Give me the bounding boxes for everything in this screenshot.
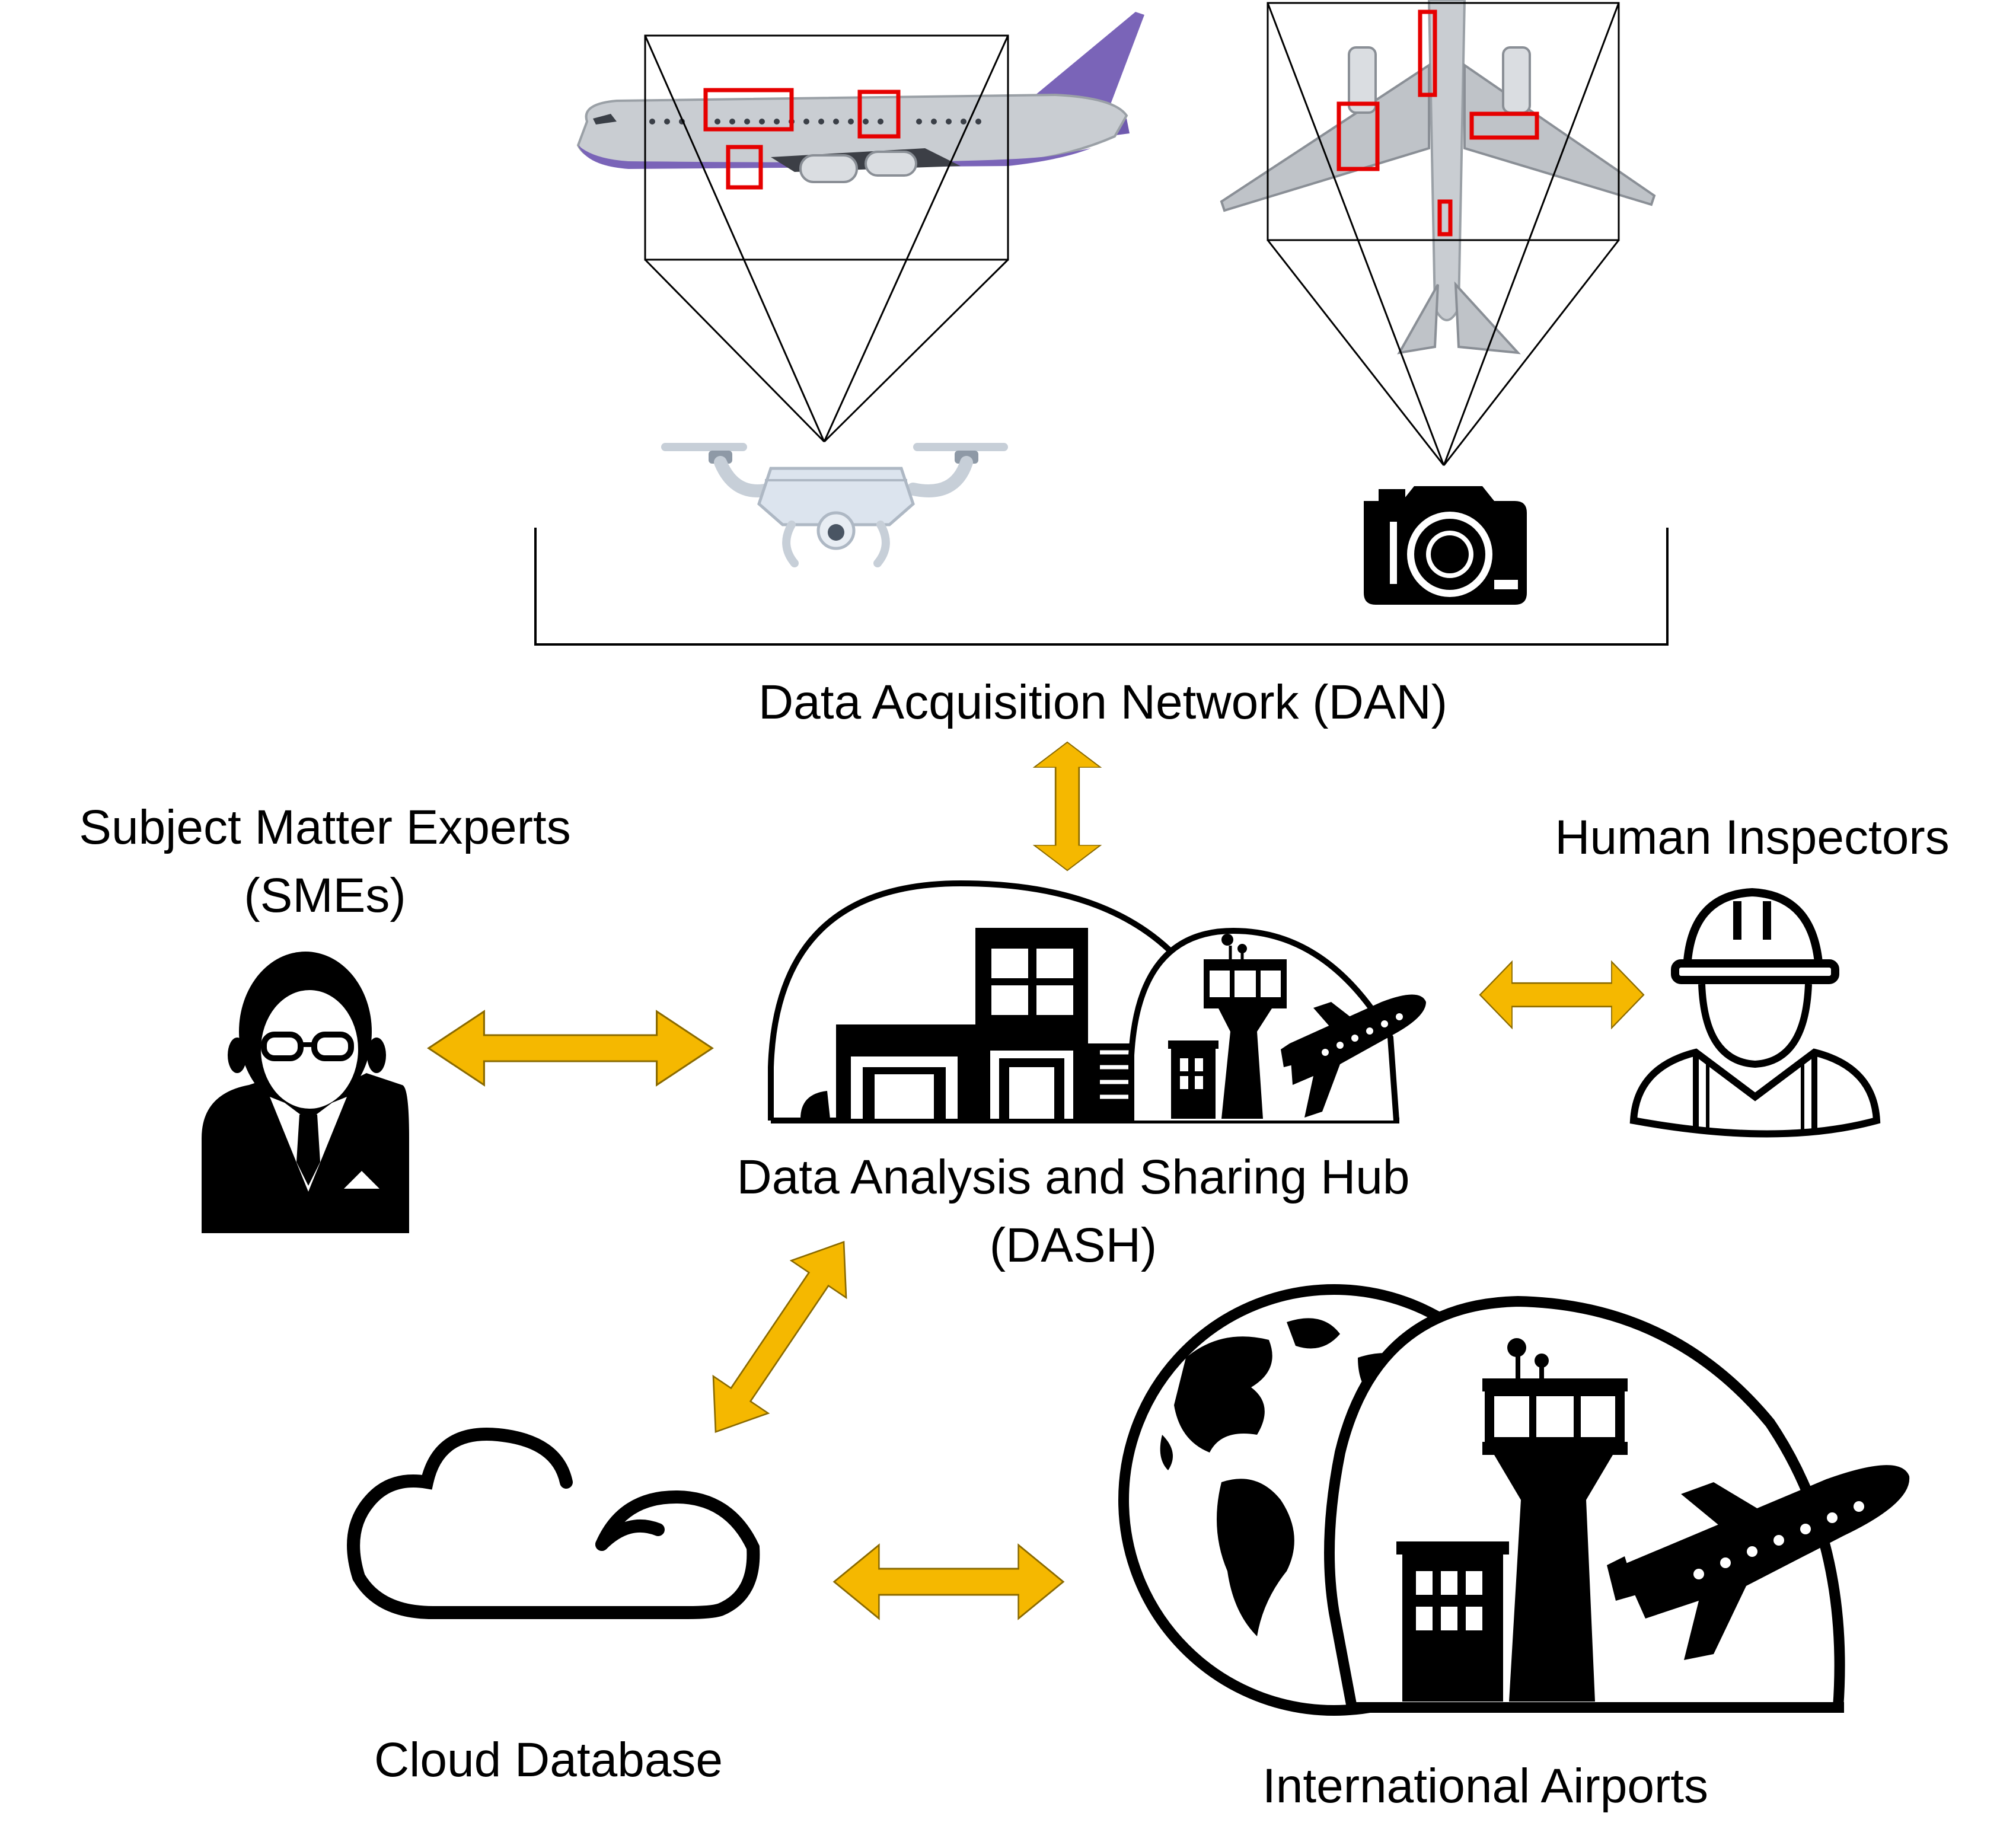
camera-field-of-view (1267, 2, 1620, 466)
arrow-dash-cloud (687, 1222, 872, 1451)
control-tower-icon-large (1396, 1338, 1628, 1702)
arrow-smes-dash (428, 1010, 713, 1086)
smes-label-line1: Subject Matter Experts (79, 800, 570, 854)
construction-worker-icon (1629, 888, 1881, 1138)
airplane-icon-large (1607, 1465, 1910, 1660)
dash-label-line2: (DASH) (990, 1218, 1157, 1272)
airports-label: International Airports (1262, 1759, 1708, 1813)
arrow-dan-dash (1033, 741, 1102, 872)
airplane-side-view-icon (576, 12, 1144, 190)
drone-field-of-view (644, 34, 1009, 443)
airplane-icon (1281, 994, 1426, 1118)
dash-label-line1: Data Analysis and Sharing Hub (736, 1150, 1409, 1204)
drone-icon (661, 443, 1008, 567)
inspectors-label: Human Inspectors (1555, 810, 1949, 864)
camera-icon (1364, 486, 1527, 605)
arrow-cloud-airports (833, 1544, 1064, 1620)
dan-label: Data Acquisition Network (DAN) (758, 675, 1447, 729)
cloud-label: Cloud Database (374, 1733, 723, 1787)
businessman-icon (202, 952, 409, 1233)
arrow-dash-inspectors (1479, 960, 1645, 1029)
cloud-icon (347, 1428, 760, 1619)
smes-label-line2: (SMEs) (244, 869, 406, 923)
dan-bracket (534, 528, 1669, 646)
